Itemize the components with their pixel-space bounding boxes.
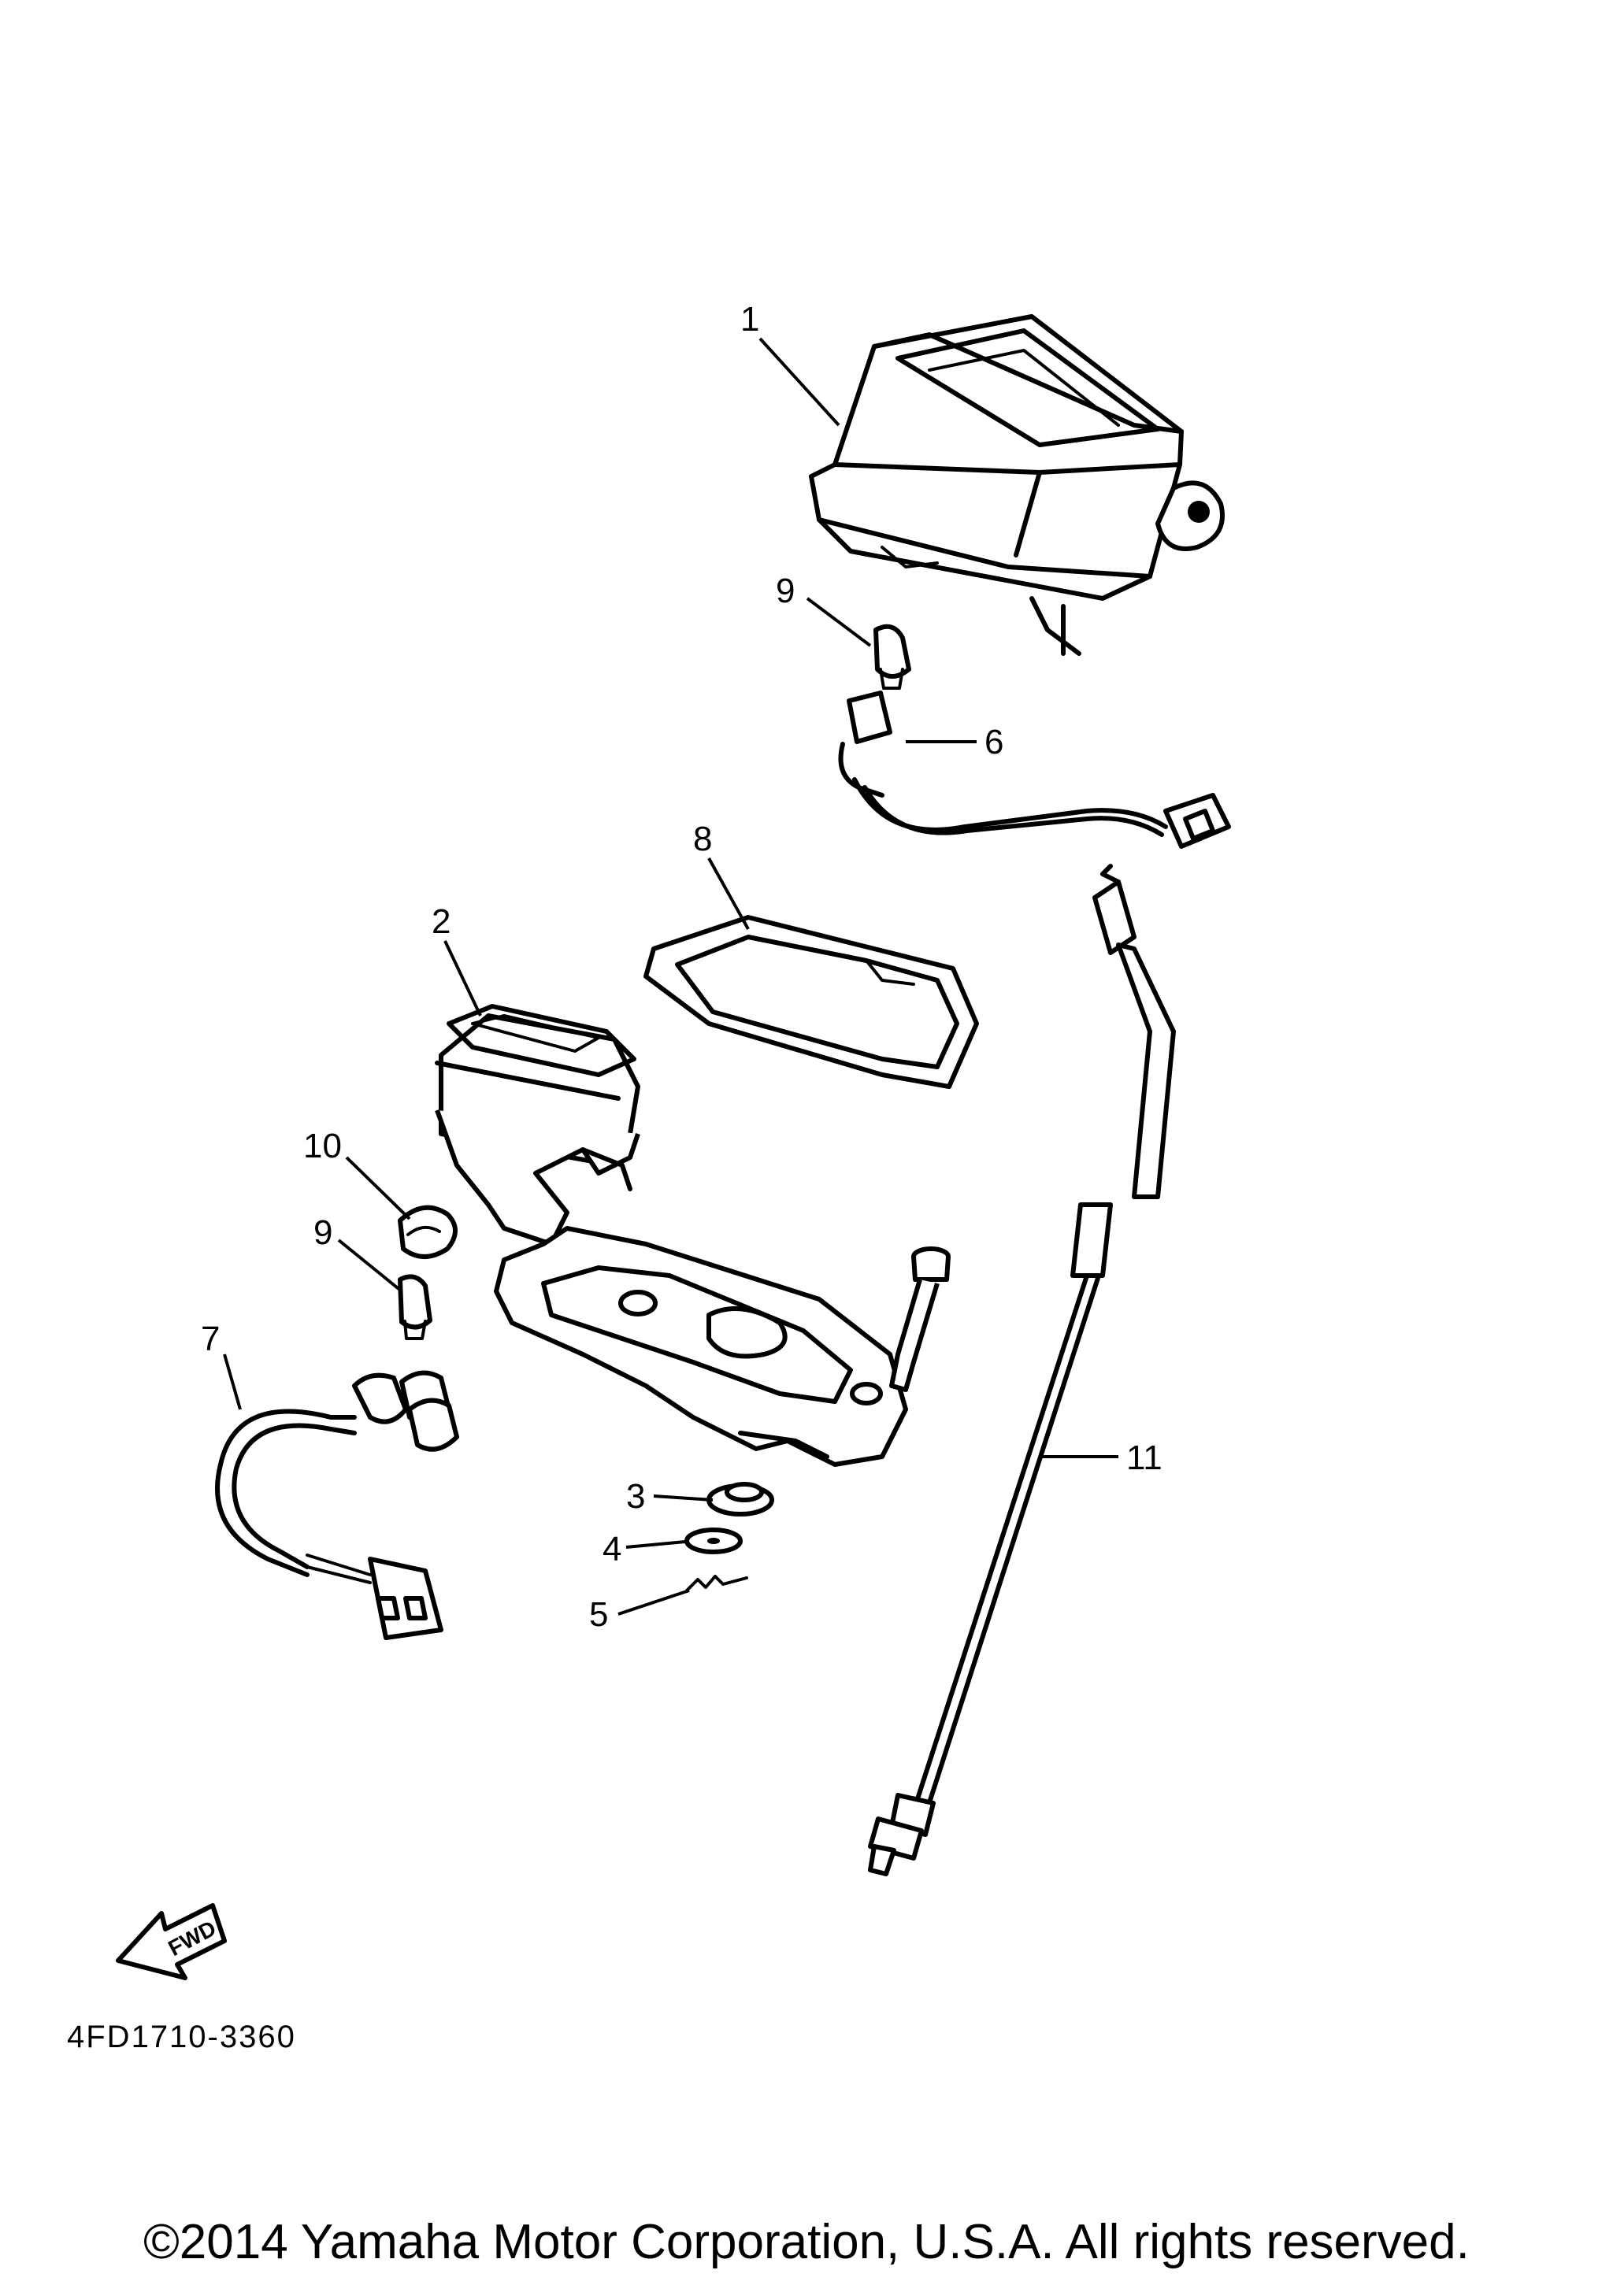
part-5-clip <box>685 1575 748 1592</box>
part-2-meter-case-bracket <box>435 1004 908 1467</box>
part-1-meter-assembly <box>809 314 1225 656</box>
part-6-bulb-socket-lead <box>838 691 1231 849</box>
callout-8: 8 <box>693 820 712 858</box>
callout-3: 3 <box>626 1477 645 1516</box>
leader-lines <box>223 337 1118 1616</box>
callout-10: 10 <box>303 1127 342 1165</box>
callout-labels: 1 9 6 8 2 10 9 7 3 4 5 11 <box>201 300 1162 1634</box>
callout-9-lower: 9 <box>313 1213 332 1252</box>
callout-2: 2 <box>432 902 451 941</box>
part-9-bulb-lower <box>398 1274 432 1340</box>
callout-5: 5 <box>589 1595 608 1634</box>
callout-4: 4 <box>603 1530 621 1568</box>
part-7-lead-wire-harness <box>215 1370 459 1640</box>
copyright-notice: ©2014 Yamaha Motor Corporation, U.S.A. A… <box>143 2215 1470 2269</box>
callout-6: 6 <box>984 723 1003 761</box>
callout-11: 11 <box>1126 1439 1162 1477</box>
callout-9-upper: 9 <box>776 572 795 610</box>
part-11-speedometer-cable <box>868 864 1176 1876</box>
diagram-part-code: 4FD1710-3360 <box>67 2020 296 2054</box>
callout-1: 1 <box>740 300 759 339</box>
part-4-washer <box>684 1528 743 1554</box>
callout-7: 7 <box>201 1320 220 1358</box>
part-3-damper <box>706 1482 774 1516</box>
fwd-arrow-icon: FWD <box>116 1903 227 1980</box>
part-8-gasket <box>643 915 979 1089</box>
part-9-bulb-upper <box>873 624 911 690</box>
part-10-grommet <box>398 1205 458 1259</box>
mounting-bolt <box>889 1246 951 1392</box>
